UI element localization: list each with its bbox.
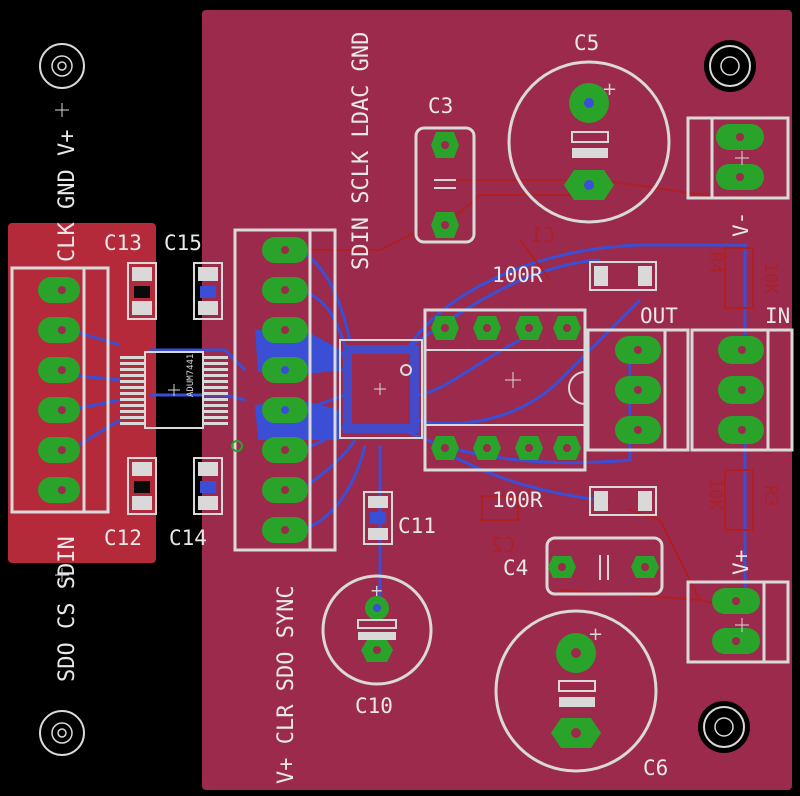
cap-c6: + — [494, 609, 658, 773]
vplus-connector — [686, 580, 790, 664]
svg-text:+: + — [588, 624, 603, 645]
cap-c5: + — [507, 60, 671, 224]
label-c5: C5 — [574, 31, 599, 55]
origin-markers — [55, 103, 749, 632]
opamp-dip — [423, 308, 587, 472]
vminus-connector — [686, 116, 790, 200]
resistor-top — [589, 261, 657, 291]
cap-c3 — [414, 126, 476, 244]
label-c4: C4 — [503, 556, 528, 580]
cap-c10: + — [321, 574, 433, 686]
label-c6: C6 — [643, 756, 668, 780]
mirror-label-10k-bottom: 10K — [705, 478, 726, 511]
label-c15: C15 — [164, 231, 202, 255]
label-c14: C14 — [169, 526, 207, 550]
bottom-signal-labels: V+ CLR SDO SYNC — [274, 585, 299, 784]
header-8pin — [231, 228, 337, 552]
label-c13: C13 — [104, 231, 142, 255]
label-c12: C12 — [104, 526, 142, 550]
cap-c15 — [193, 262, 223, 320]
mirror-label-c1: C1 — [531, 223, 555, 247]
label-v-minus: V- — [729, 212, 753, 237]
resistor-bottom — [589, 486, 657, 516]
mirror-label-r4: R4 — [705, 252, 726, 274]
svg-text:+: + — [370, 581, 383, 600]
cap-c4 — [545, 536, 664, 596]
left-bottom-labels: SDO CS SDIN — [55, 536, 80, 682]
mounting-hole-top-left — [39, 43, 85, 89]
mirror-label-r3: R3 — [760, 485, 781, 507]
label-v-plus: V+ — [729, 550, 753, 575]
left-copper-plane — [8, 223, 156, 563]
label-c3: C3 — [428, 94, 453, 118]
cap-c12 — [127, 457, 157, 515]
label-r-top: 100R — [492, 263, 543, 287]
svg-text:+: + — [602, 79, 617, 100]
bottom-cap-c2 — [481, 495, 519, 521]
bottom-resistor-r4 — [724, 247, 754, 309]
chip-text: ADUM7441 — [186, 354, 196, 397]
mounting-hole-top-right — [704, 40, 756, 92]
bottom-resistor-r3 — [724, 469, 754, 531]
label-in: IN — [765, 304, 790, 328]
label-c11: C11 — [398, 514, 436, 538]
label-c10: C10 — [355, 694, 393, 718]
label-out: OUT — [640, 304, 678, 328]
out-connector — [586, 328, 690, 452]
mounting-hole-bottom-right — [698, 701, 750, 753]
label-r-bottom: 100R — [492, 488, 543, 512]
cap-c13 — [127, 262, 157, 320]
mirror-label-10k-top: 10K — [760, 262, 781, 295]
left-connector — [10, 266, 110, 514]
isolator-chip — [120, 351, 228, 429]
in-connector — [690, 328, 794, 452]
dac-chip — [339, 339, 423, 439]
mounting-hole-bottom-left — [39, 710, 85, 756]
left-top-labels: CLK GND V+ — [55, 130, 80, 262]
mirror-label-c2: C2 — [491, 533, 515, 557]
cap-c14 — [193, 457, 223, 515]
cap-c11 — [363, 491, 393, 545]
top-signal-labels: SDIN SCLK LDAC GND — [349, 32, 374, 270]
